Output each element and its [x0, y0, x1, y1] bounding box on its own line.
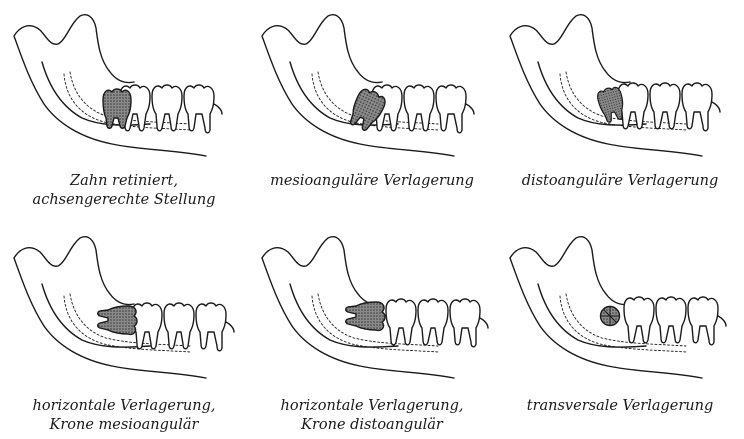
jaw-illustration-mesioangular	[248, 0, 496, 170]
caption-line: mesioanguläre Verlagerung	[248, 172, 496, 191]
caption-line: transversale Verlagerung	[496, 397, 744, 416]
panel-transverse: transversale Verlagerung	[496, 222, 744, 439]
caption-transverse: transversale Verlagerung	[496, 397, 744, 416]
impacted-tooth-transverse	[601, 307, 620, 326]
jaw-illustration-horizontal-disto	[248, 222, 496, 392]
panel-retained: Zahn retiniert, achsengerechte Stellung	[0, 0, 248, 220]
jaw-illustration-transverse	[496, 222, 744, 392]
impacted-tooth-horizontal-disto	[346, 302, 385, 330]
panel-distoangular: distoanguläre Verlagerung	[496, 0, 744, 220]
caption-line: distoanguläre Verlagerung	[496, 172, 744, 191]
jaw-illustration-distoangular	[496, 0, 744, 170]
impacted-tooth-horizontal	[98, 306, 137, 334]
jaw-illustration-retained	[0, 0, 248, 170]
caption-line: horizontale Verlagerung,	[0, 397, 248, 416]
caption-horizontal-disto: horizontale Verlagerung, Krone distoangu…	[248, 397, 496, 435]
caption-horizontal-mesio: horizontale Verlagerung, Krone mesioangu…	[0, 397, 248, 435]
caption-line: horizontale Verlagerung,	[248, 397, 496, 416]
caption-line: Krone mesioangulär	[0, 416, 248, 435]
panel-mesioangular: mesioanguläre Verlagerung	[248, 0, 496, 220]
caption-line: achsengerechte Stellung	[0, 191, 248, 210]
caption-distoangular: distoanguläre Verlagerung	[496, 172, 744, 191]
caption-mesioangular: mesioanguläre Verlagerung	[248, 172, 496, 191]
caption-line: Krone distoangulär	[248, 416, 496, 435]
jaw-illustration-horizontal-mesio	[0, 222, 248, 392]
caption-line: Zahn retiniert,	[0, 172, 248, 191]
panel-horizontal-mesio: horizontale Verlagerung, Krone mesioangu…	[0, 222, 248, 439]
caption-retained: Zahn retiniert, achsengerechte Stellung	[0, 172, 248, 210]
panel-horizontal-disto: horizontale Verlagerung, Krone distoangu…	[248, 222, 496, 439]
